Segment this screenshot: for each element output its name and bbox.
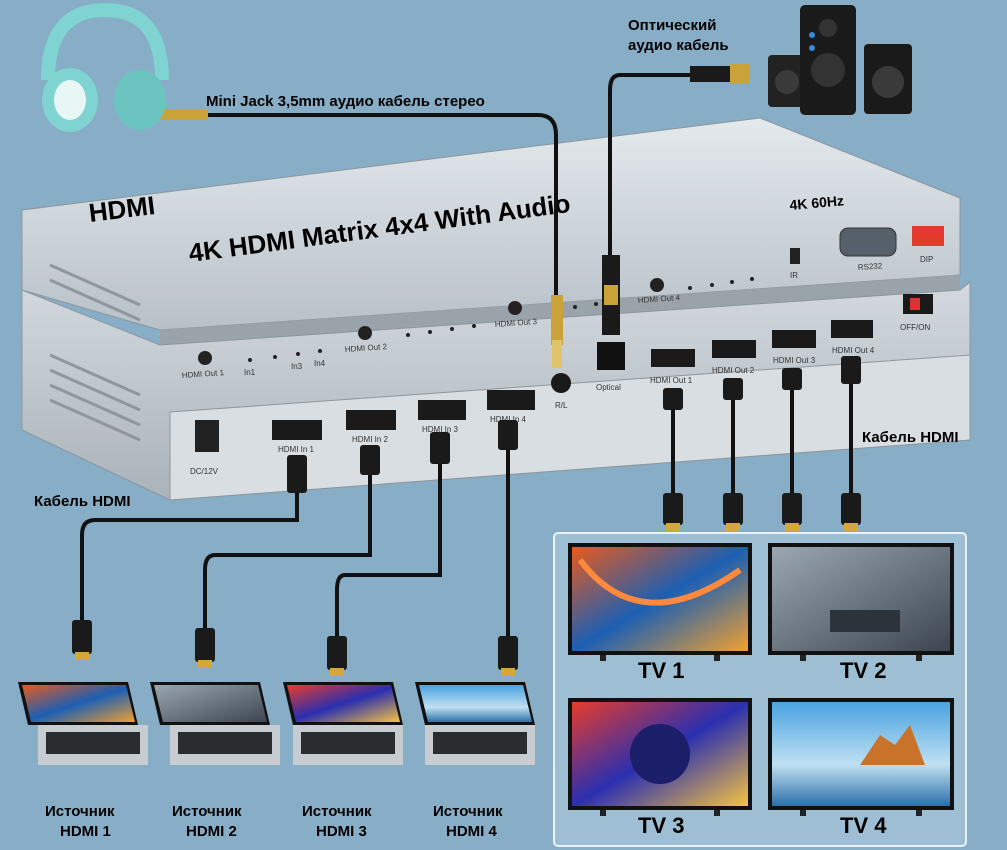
hdmi-matrix-device: HDMI 4K HDMI Matrix 4x4 With Audio 4K 60… [21,117,971,501]
top-panel-ports: HDMI Out 1 HDMI Out 2 HDMI Out 3 HDMI Ou… [182,277,754,380]
optical-cable-label-1: Оптический [628,17,716,34]
rs232-label: RS232 [858,261,884,272]
top-hdmi-out-2-label: HDMI Out 2 [345,342,388,354]
svg-text:HDMI Out 2: HDMI Out 2 [712,366,755,375]
laptop-4 [415,682,535,765]
tv-4-label: TV 4 [840,813,887,838]
source-2-line2: HDMI 2 [186,823,237,840]
source-4-line1: Источник [433,803,503,820]
rl-audio-jack [551,373,571,393]
tv-4 [768,698,954,816]
speakers-icon [768,5,912,115]
dc-label: DC/12V [190,467,219,476]
top-hdmi-out-4-label: HDMI Out 4 [638,293,681,305]
top-in4-label: In4 [314,359,326,368]
source-2-line1: Источник [172,803,242,820]
front-panel-ports: DC/12V HDMI In 1 HDMI In 2 HDMI In 3 HDM… [190,294,933,476]
mini-jack-label: Mini Jack 3,5mm аудио кабель стерео [206,93,485,110]
tv-3-label: TV 3 [638,813,684,838]
headphones-icon [41,2,169,132]
ir-label: IR [790,271,798,280]
optical-label: Optical [596,383,621,392]
rl-label: R/L [555,401,568,410]
laptop-3 [283,682,403,765]
front-hdmi-in-2 [346,410,396,430]
ir-sensor [790,248,800,264]
svg-text:HDMI In 4: HDMI In 4 [490,415,527,424]
rs232-port [839,227,897,257]
hdmi-cable-label-left: Кабель HDMI [34,493,131,510]
front-hdmi-in-3 [418,400,466,420]
tv-2 [768,543,954,661]
dc-port [195,420,219,452]
power-label: OFF/ON [900,323,930,332]
tv-1 [568,543,752,661]
top-in1-label: In1 [244,368,256,377]
svg-text:HDMI Out 4: HDMI Out 4 [832,346,875,355]
laptop-1 [18,682,148,765]
front-hdmi-out-4 [831,320,873,338]
svg-text:HDMI Out 3: HDMI Out 3 [773,356,816,365]
optical-port [597,342,625,370]
svg-text:HDMI Out 1: HDMI Out 1 [650,376,693,385]
top-hdmi-out-1-label: HDMI Out 1 [182,368,225,380]
source-labels: Источник HDMI 1 Источник HDMI 2 Источник… [45,803,503,840]
source-3-line1: Источник [302,803,372,820]
front-hdmi-out-1 [651,349,695,367]
source-1-line1: Источник [45,803,115,820]
tv-2-label: TV 2 [840,658,886,683]
optical-cable-label-2: аудио кабель [628,37,729,54]
source-1-line2: HDMI 1 [60,823,111,840]
hdmi-connectors [72,64,861,676]
svg-text:HDMI In 1: HDMI In 1 [278,445,315,454]
source-3-line2: HDMI 3 [316,823,367,840]
dip-label: DIP [920,255,933,264]
cables [80,73,853,640]
front-hdmi-out-2 [712,340,756,358]
tv-1-label: TV 1 [638,658,684,683]
dip-switch [912,226,944,246]
side-vents [49,263,141,442]
device-spec: 4K 60Hz [789,192,845,213]
top-hdmi-out-3-label: HDMI Out 3 [495,317,538,329]
front-hdmi-in-4 [487,390,535,410]
laptop-2 [150,682,280,765]
hdmi-cable-label-right: Кабель HDMI [862,429,959,446]
svg-text:HDMI In 2: HDMI In 2 [352,435,389,444]
svg-text:HDMI In 3: HDMI In 3 [422,425,459,434]
front-hdmi-in-1 [272,420,322,440]
source-4-line2: HDMI 4 [446,823,497,840]
front-hdmi-out-3 [772,330,816,348]
top-in3-label: In3 [291,362,303,371]
tv-3 [568,698,752,816]
